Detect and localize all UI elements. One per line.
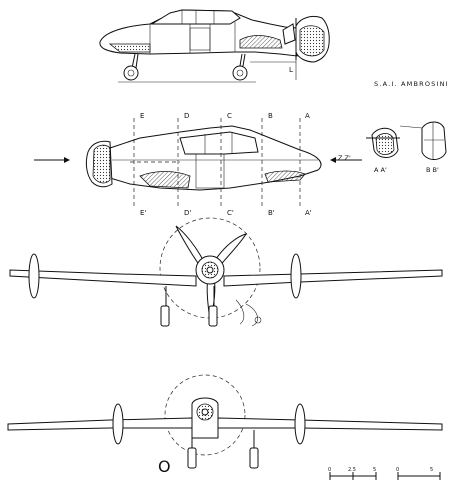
side-wing-root — [108, 43, 151, 53]
lower-tip-left — [112, 403, 124, 445]
svg-text:0: 0 — [396, 467, 399, 473]
svg-text:E: E — [140, 112, 144, 120]
front-view-upper — [9, 217, 443, 327]
lower-wing-right — [217, 417, 443, 431]
front-gear-right — [208, 286, 218, 327]
lower-wing-left — [7, 417, 193, 431]
front-tip-right — [290, 253, 302, 299]
front-wing-right — [223, 269, 443, 287]
svg-text:A: A — [305, 112, 310, 120]
front-view-lower — [7, 374, 443, 469]
front-tip-left — [28, 253, 40, 299]
label-bb: B B' — [426, 166, 439, 174]
side-label-L: L — [289, 66, 293, 74]
svg-text:B': B' — [268, 209, 275, 217]
section-labels-top: E D C B A — [140, 112, 310, 120]
side-rear-gear — [232, 53, 248, 81]
lower-gear-right — [249, 430, 259, 469]
svg-text:A': A' — [305, 209, 312, 217]
svg-text:D: D — [184, 112, 189, 120]
svg-text:D': D' — [184, 209, 191, 217]
label-aa: A A' — [374, 166, 387, 174]
svg-text:2.5: 2.5 — [348, 467, 356, 473]
side-view — [99, 9, 330, 83]
scale-bar-1: 0 2.5 5 — [328, 467, 377, 480]
letter-o: O — [158, 457, 171, 476]
plan-canopy — [179, 131, 259, 155]
lower-tip-right — [294, 403, 306, 445]
front-gear-left — [160, 286, 170, 327]
lower-gear-left — [187, 438, 197, 469]
front-prop-blade — [175, 225, 205, 267]
front-wing-left — [9, 269, 197, 287]
svg-text:5: 5 — [430, 467, 433, 473]
scale-bar-2: 0 5 — [396, 467, 441, 480]
label-zz: Z Z' — [338, 154, 351, 162]
svg-text:C: C — [227, 112, 232, 120]
svg-text:B: B — [268, 112, 273, 120]
plan-view — [34, 125, 362, 191]
section-cuts — [133, 118, 301, 206]
drawing-title: S.A.I. AMBROSINI — [374, 80, 449, 88]
svg-text:0: 0 — [328, 467, 331, 473]
svg-text:C': C' — [227, 209, 234, 217]
section-labels-bottom: E' D' C' B' A' — [140, 209, 312, 217]
svg-text:5: 5 — [373, 467, 376, 473]
svg-text:E': E' — [140, 209, 146, 217]
section-aa — [366, 127, 400, 158]
section-bb — [399, 121, 447, 160]
side-main-gear — [123, 53, 139, 81]
